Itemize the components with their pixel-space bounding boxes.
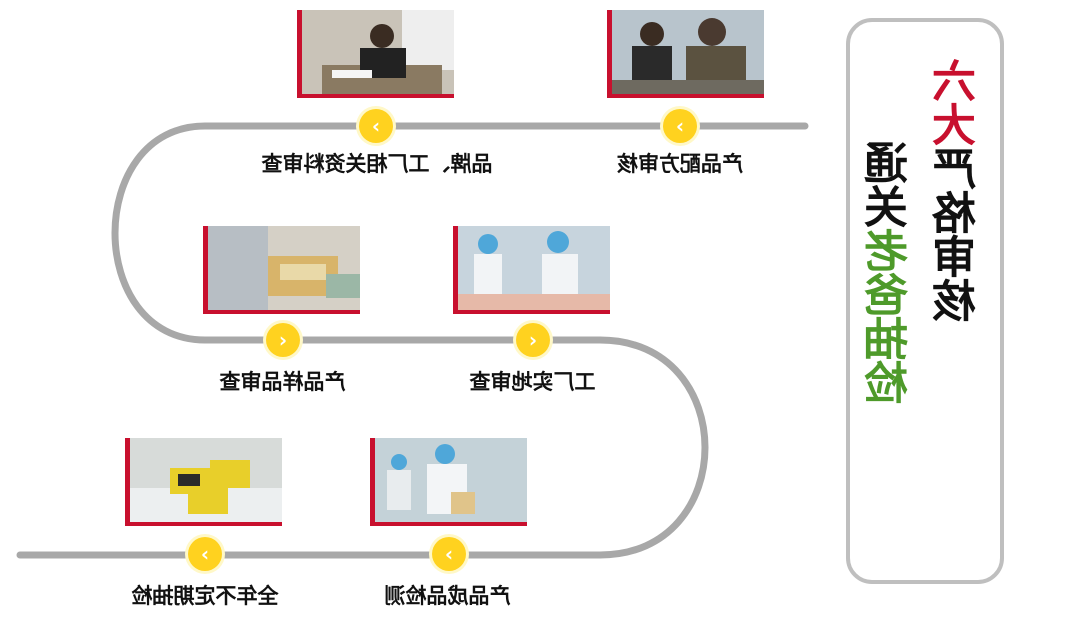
photo-finished-product-testing (370, 438, 527, 526)
step-label-formula: 产品配方审核 (617, 152, 743, 176)
title-column-2: 通关 老爸抽检 (864, 140, 918, 404)
step-node-1[interactable]: ‹ (663, 109, 697, 143)
step-node-4[interactable]: › (516, 323, 550, 357)
photo-random-sampling (125, 438, 282, 526)
title-black: 严格审核 (933, 146, 984, 322)
step-label-sample-review: 产品样品审查 (219, 370, 346, 394)
step-label-finished-product-testing: 产品成品检测 (384, 584, 511, 608)
title-column-1: 六大 严格审核 (932, 58, 986, 322)
step-node-3[interactable]: › (266, 323, 300, 357)
step-node-6[interactable]: ‹ (432, 537, 466, 571)
photo-formula-review (607, 10, 764, 98)
step-node-2[interactable]: ‹ (359, 109, 393, 143)
step-node-5[interactable]: ‹ (188, 537, 222, 571)
photo-factory-inspection (453, 226, 610, 314)
title-line2-green: 老爸抽检 (865, 228, 916, 404)
step-label-random-sampling: 全年不定期抽检 (131, 584, 279, 608)
title-panel: 六大 严格审核 通关 老爸抽检 (846, 18, 1004, 584)
title-line2-black: 通关 (865, 140, 916, 228)
title-red: 六大 (933, 58, 984, 146)
photo-office-review (297, 10, 454, 98)
step-label-brand-factory-docs: 品牌、工厂相关资料审查 (261, 152, 493, 176)
photo-sample-review (203, 226, 360, 314)
step-label-factory-inspection: 工厂实地审查 (469, 370, 596, 394)
